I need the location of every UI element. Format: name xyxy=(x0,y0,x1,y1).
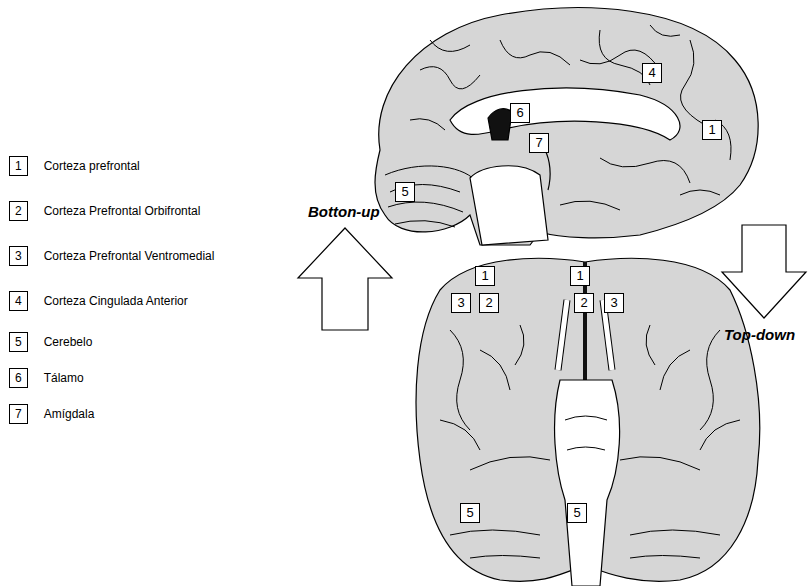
direction-label: Botton-up xyxy=(308,203,380,221)
callout-number: 4 xyxy=(9,291,28,311)
region-name: Corteza Prefrontal Orbifrontal xyxy=(44,204,201,218)
callout-number: 1 xyxy=(570,266,589,286)
callout-number: 5 xyxy=(9,332,28,352)
callout-box: 1 xyxy=(702,120,721,140)
callout-box: 4 xyxy=(642,63,661,83)
callout-box: 3 xyxy=(604,293,623,313)
callout-number: 3 xyxy=(451,293,470,313)
callout-number: 1 xyxy=(9,156,28,176)
callout-number: 5 xyxy=(460,503,479,523)
callout-box: 2 xyxy=(574,293,593,313)
region-name: Corteza prefrontal xyxy=(44,159,140,173)
callout-number: 2 xyxy=(9,201,28,221)
callout-number: 5 xyxy=(395,182,414,202)
callout-number: 1 xyxy=(475,266,494,286)
direction-label: Top-down xyxy=(724,326,795,344)
region-name: Amígdala xyxy=(44,407,95,421)
callout-box: 7 xyxy=(529,133,548,153)
callout-number: 3 xyxy=(9,246,28,266)
legend-row: 5 Cerebelo xyxy=(9,332,92,352)
callout-number: 7 xyxy=(529,133,548,153)
top-down-arrow xyxy=(722,225,806,318)
callout-box: 1 xyxy=(475,266,494,286)
legend-row: 1 Corteza prefrontal xyxy=(9,156,140,176)
callout-box: 3 xyxy=(451,293,470,313)
callout-number: 3 xyxy=(604,293,623,313)
callout-box: 1 xyxy=(570,266,589,286)
legend-row: 7 Amígdala xyxy=(9,404,94,424)
region-name: Tálamo xyxy=(44,371,84,385)
region-name: Corteza Cingulada Anterior xyxy=(44,294,188,308)
legend-row: 4 Corteza Cingulada Anterior xyxy=(9,291,188,311)
callout-number: 7 xyxy=(9,404,28,424)
legend-row: 3 Corteza Prefrontal Ventromedial xyxy=(9,246,214,266)
callout-box: 6 xyxy=(510,103,529,123)
legend-row: 2 Corteza Prefrontal Orbifrontal xyxy=(9,201,200,221)
callout-number: 5 xyxy=(567,503,586,523)
sagittal-brain xyxy=(375,8,758,245)
callout-number: 4 xyxy=(642,63,661,83)
callout-number: 2 xyxy=(479,293,498,313)
callout-box: 5 xyxy=(460,503,479,523)
callout-box: 2 xyxy=(479,293,498,313)
callout-number: 1 xyxy=(702,120,721,140)
callout-box: 5 xyxy=(567,503,586,523)
region-name: Corteza Prefrontal Ventromedial xyxy=(44,249,215,263)
callout-number: 2 xyxy=(574,293,593,313)
callout-number: 6 xyxy=(510,103,529,123)
region-name: Cerebelo xyxy=(44,335,93,349)
callout-number: 6 xyxy=(9,368,28,388)
ventral-brain xyxy=(416,258,760,586)
callout-box: 5 xyxy=(395,182,414,202)
legend-row: 6 Tálamo xyxy=(9,368,84,388)
bottom-up-arrow xyxy=(298,228,392,330)
